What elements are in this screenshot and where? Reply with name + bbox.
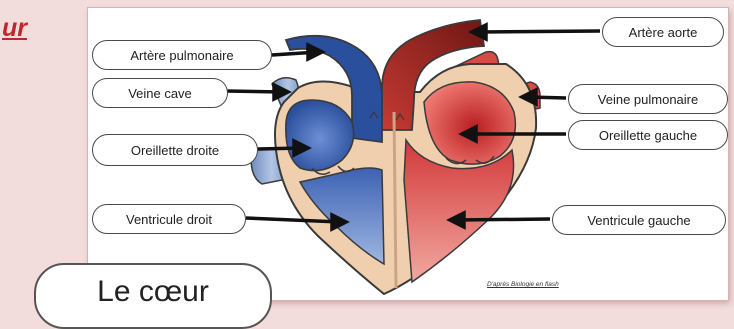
label-veine-cave: Veine cave <box>92 78 228 108</box>
label-artere-pulmonaire: Artère pulmonaire <box>92 40 272 70</box>
label-artere-aorte: Artère aorte <box>602 17 724 47</box>
caption-text: Le cœur <box>97 275 209 309</box>
label-oreillette-droite: Oreillette droite <box>92 134 258 166</box>
label-oreillette-gauche: Oreillette gauche <box>568 120 728 150</box>
credit-text: D'après Biologie en flash <box>487 281 559 288</box>
label-ventricule-gauche: Ventricule gauche <box>552 205 726 235</box>
septum <box>394 112 396 288</box>
label-ventricule-droit: Ventricule droit <box>92 204 246 234</box>
label-veine-pulmonaire: Veine pulmonaire <box>568 84 728 114</box>
caption-bubble: Le cœur <box>34 263 272 329</box>
